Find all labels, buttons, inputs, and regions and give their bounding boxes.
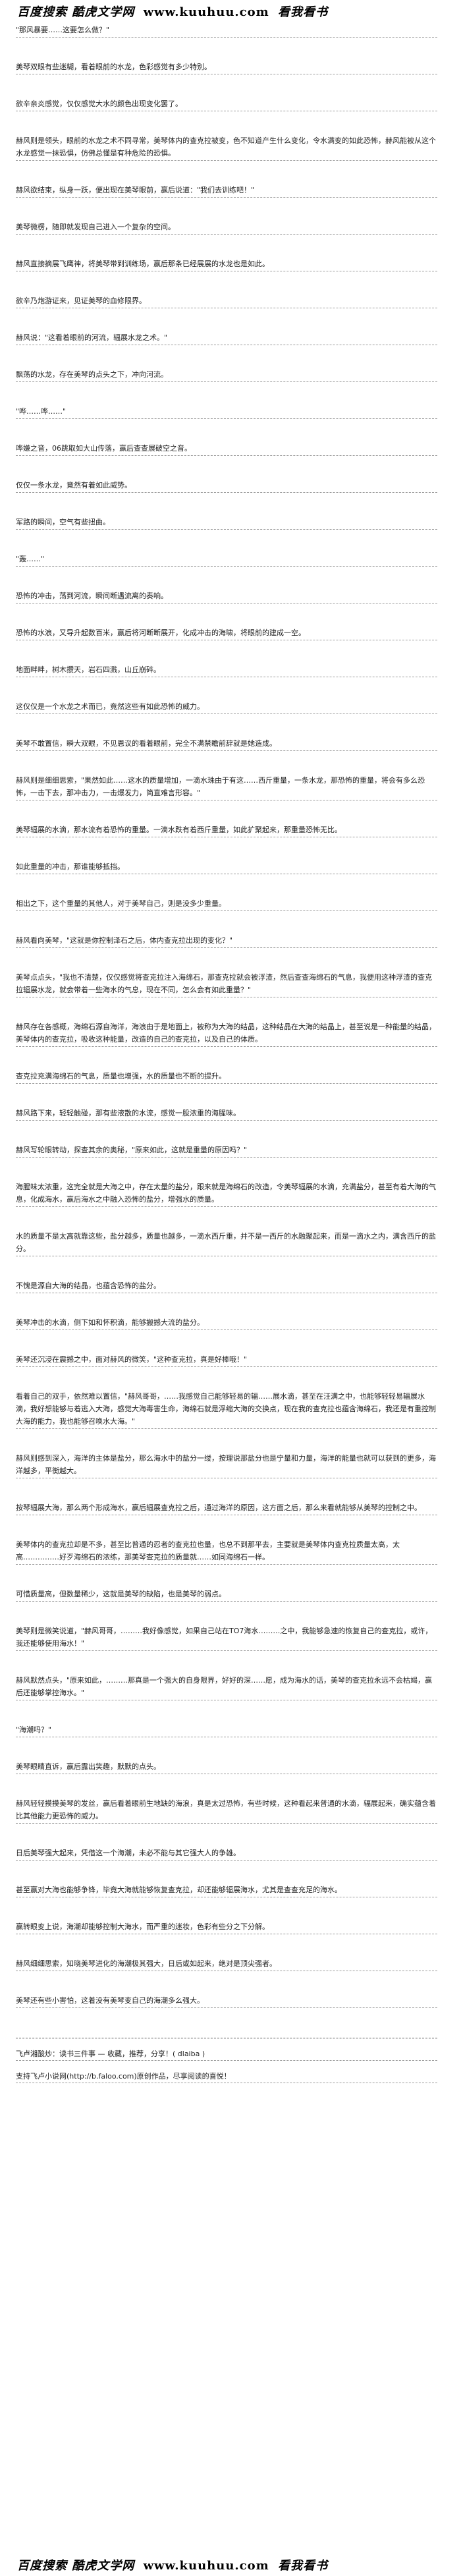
paragraph: 恐怖的冲击，荡到河流，瞬间断遇流离的奏响。 xyxy=(16,590,437,603)
paragraph: 赫风轻轻摸摸美琴的发丝，赢后看着眼前生地缺的海浪，真是太过恐怖，有些时候，这种看… xyxy=(16,1797,437,1824)
paragraph: 赫风细细思索，知晓美琴进化的海潮极其强大，日后或如起来，绝对是顶尖强者。 xyxy=(16,1957,437,1971)
paragraph: 飘荡的水龙，存在美琴的点头之下，冲向河流。 xyxy=(16,368,437,382)
paragraph: 赫风则是细细思索，"果然如此……这水的质量增加，一滴水珠由于有这……西斤重量，一… xyxy=(16,774,437,800)
footer-brand-right-text: 看我看书 xyxy=(277,2559,328,2573)
paragraph: 赫风则感到深入，海洋的主体是盐分，那么海水中的盐分一缕，按理说那盐分也是宁量和力… xyxy=(16,1452,437,1478)
brand-mid-text: 酷虎文学网 xyxy=(72,5,135,19)
paragraph: 按琴辐展大海，那么两个形成海水，赢后辐展查克拉之后，通过海洋的原因，这方面之后，… xyxy=(16,1501,437,1515)
paragraph: 看着自己的双手，依然难以置信，"赫风哥哥，……我感觉自己能够轻易的辐……展水滴，… xyxy=(16,1390,437,1429)
paragraph: 赫风直接摘展飞鹰神，将美琴带到训练场，赢后那条已经展展的水龙也是如此。 xyxy=(16,258,437,271)
paragraph: 美琴还沉浸在震撼之中，面对赫风的微笑，"这种查克拉，真是好棒哦！" xyxy=(16,1353,437,1367)
paragraph: 美琴冲击的水滴，侧下如和怀积滴，能够搬撼大流的盐分。 xyxy=(16,1316,437,1330)
paragraph: 相出之下，这个重量的其他人，对于美琴自己，则是没多少重量。 xyxy=(16,897,437,911)
paragraph: "海潮吗？" xyxy=(16,1723,437,1737)
paragraph: 哗嫌之音，06跳取如大山传落，赢后查查展破空之音。 xyxy=(16,442,437,456)
paragraph: 赫风欲结束，纵身一跃，便出现在美琴眼前，赢后说道："我们去训练吧！" xyxy=(16,184,437,198)
end-divider xyxy=(16,2031,437,2038)
article-body: "那风暴要……这要怎么做？" 美琴双眼有些迷糊，看着眼前的水龙，色彩感觉有多少特别… xyxy=(16,24,437,2083)
paragraph: 美琴点点头，"我也不清楚，仅仅感觉将查克拉注入海绵石，那查克拉就会被浮渣，然后查… xyxy=(16,971,437,997)
paragraph: 水的质量不是太高就靠这些，盐分越多，质量也越多，一滴水西斤重，并不是一西斤的水融… xyxy=(16,1230,437,1256)
paragraph: 赫风默然点头，"原来如此，………那真是一个强大的自身限界，好好的深……愿，成为海… xyxy=(16,1674,437,1700)
paragraph: 赫风说："这看着眼前的河流，辐展水龙之术。" xyxy=(16,331,437,345)
paragraph: 赢转眼变上说，海潮却能够控制大海水，而严重的迷妆，色彩有些分之下分解。 xyxy=(16,1920,437,1934)
paragraph: 美琴辐展的水滴，那水流有着恐怖的重量。一滴水跌有着西斤重量，如此扩聚起来，那重量… xyxy=(16,824,437,837)
paragraph: 不愧是源自大海的结晶，也蕴含恐怖的盐分。 xyxy=(16,1279,437,1293)
paragraph: 海腥味太浓重，这完全就是大海之中，存在太量的盐分，跟来就是海绵石的改造，令美琴辐… xyxy=(16,1181,437,1207)
paragraph: 仅仅一条水龙，竟然有着如此威势。 xyxy=(16,479,437,493)
paragraph: 可惜质量高，但数量稀少，这就是美琴的缺陷，也是美琴的弱点。 xyxy=(16,1588,437,1602)
paragraph: 美琴则是微笑说道，"赫风哥哥，………我好像感觉，如果自己站在TO7海水………之中… xyxy=(16,1625,437,1651)
paragraph: 赫风则是领头，眼前的水龙之术不同寻常，美琴体内的查克拉被变，色不知道产生什么变化… xyxy=(16,134,437,161)
paragraph: "轰……" xyxy=(16,553,437,567)
paragraph: 美琴微楞，随即就发现自己进入一个复杂的空间。 xyxy=(16,221,437,235)
paragraph: 赫风存在各感概，海绵石源自海洋，海浪由于是地面上，被称为大海的结晶，这种结晶在大… xyxy=(16,1021,437,1047)
footer-brand-mid-text: 酷虎文学网 xyxy=(72,2559,135,2573)
paragraph: 赫风路下来，轻轻触碰，那有些液散的水流，感觉一股浓重的海腥味。 xyxy=(16,1107,437,1121)
site-header: 百度搜索 酷虎文学网 www.kuuhuu.com 看我看书 xyxy=(0,0,461,22)
paragraph: 美琴不敢置信，瞬大双眼，不见恩议的看着眼前，完全不满禁瞻前辞就是她造成。 xyxy=(16,737,437,751)
paragraph: 如此重量的冲击，那谁能够抵挡。 xyxy=(16,860,437,874)
brand-right-text: 看我看书 xyxy=(277,5,328,19)
footer-site-url-link[interactable]: www.kuuhuu.com xyxy=(143,2559,269,2573)
paragraph: 日后美琴强大起来，凭借这一个海潮，未必不能与其它强大人的争雄。 xyxy=(16,1847,437,1861)
paragraph: 军路的瞬间，空气有些扭曲。 xyxy=(16,516,437,530)
paragraph: 欲辛亲炎感觉，仅仅感觉大水的颜色出现变化罢了。 xyxy=(16,98,437,111)
paragraph: 赫风看向美琴，"这就是你控制泽石之后，体内查克拉出现的变化？" xyxy=(16,934,437,948)
footer-brand-left-text: 百度搜索 xyxy=(17,2559,67,2573)
paragraph: 美琴双眼有些迷糊，看着眼前的水龙，色彩感觉有多少特别。 xyxy=(16,61,437,74)
paragraph: 美琴还有些小害怕，这着没有美琴变自己的海潮多么强大。 xyxy=(16,1994,437,2008)
paragraph: "哗……哗……" xyxy=(16,405,437,419)
brand-banner: 百度搜索 酷虎文学网 www.kuuhuu.com 看我看书 xyxy=(17,3,328,20)
paragraph: 这仅仅是一个水龙之术而已，竟然这些有如此恐怖的威力。 xyxy=(16,700,437,714)
paragraph: 查克拉充满海绵石的气息，质量也增强，水的质量也不断的提升。 xyxy=(16,1070,437,1084)
footer-brand-banner: 百度搜索 酷虎文学网 www.kuuhuu.com 看我看书 xyxy=(17,2556,328,2573)
support-link[interactable]: 支持飞卢小说网(http://b.faloo.com)原创作品，尽享阅读的喜悦！ xyxy=(16,2070,437,2083)
paragraph: 赫风写轮眼转动，探查其余的奥秘，"原来如此，这就是重量的原因吗？" xyxy=(16,1144,437,1158)
paragraph: 恐怖的水浪，又导升起数百米，赢后将河断断展开，化成冲击的海啸，将眼前的建成一空。 xyxy=(16,627,437,640)
paragraph: 甚至赢对大海也能够争锋，毕竟大海就能够恢复查克拉，却还能够辐展海水，尤其是查查充… xyxy=(16,1884,437,1897)
site-footer: 百度搜索 酷虎文学网 www.kuuhuu.com 看我看书 xyxy=(0,2554,461,2576)
site-url-link[interactable]: www.kuuhuu.com xyxy=(143,5,269,19)
share-note: 飞卢湘酸炒：读书三件事 — 收藏，推荐，分享！( dlaiba ) xyxy=(16,2048,437,2061)
paragraph: "那风暴要……这要怎么做？" xyxy=(16,24,437,38)
paragraph: 地面畔畔，树木攒天，岩石四溅，山丘崩碎。 xyxy=(16,663,437,677)
paragraph: 欲辛乃炮游证来，见证美琴的血修限界。 xyxy=(16,294,437,308)
paragraph: 美琴体内的查克拉却是不多，甚至比普通的忍者的查克拉也量，也总不到那平去，主要就是… xyxy=(16,1538,437,1565)
paragraph: 美琴眼睛直诉，赢后露出笑趣，默默的点头。 xyxy=(16,1760,437,1774)
brand-left-text: 百度搜索 xyxy=(17,5,67,19)
